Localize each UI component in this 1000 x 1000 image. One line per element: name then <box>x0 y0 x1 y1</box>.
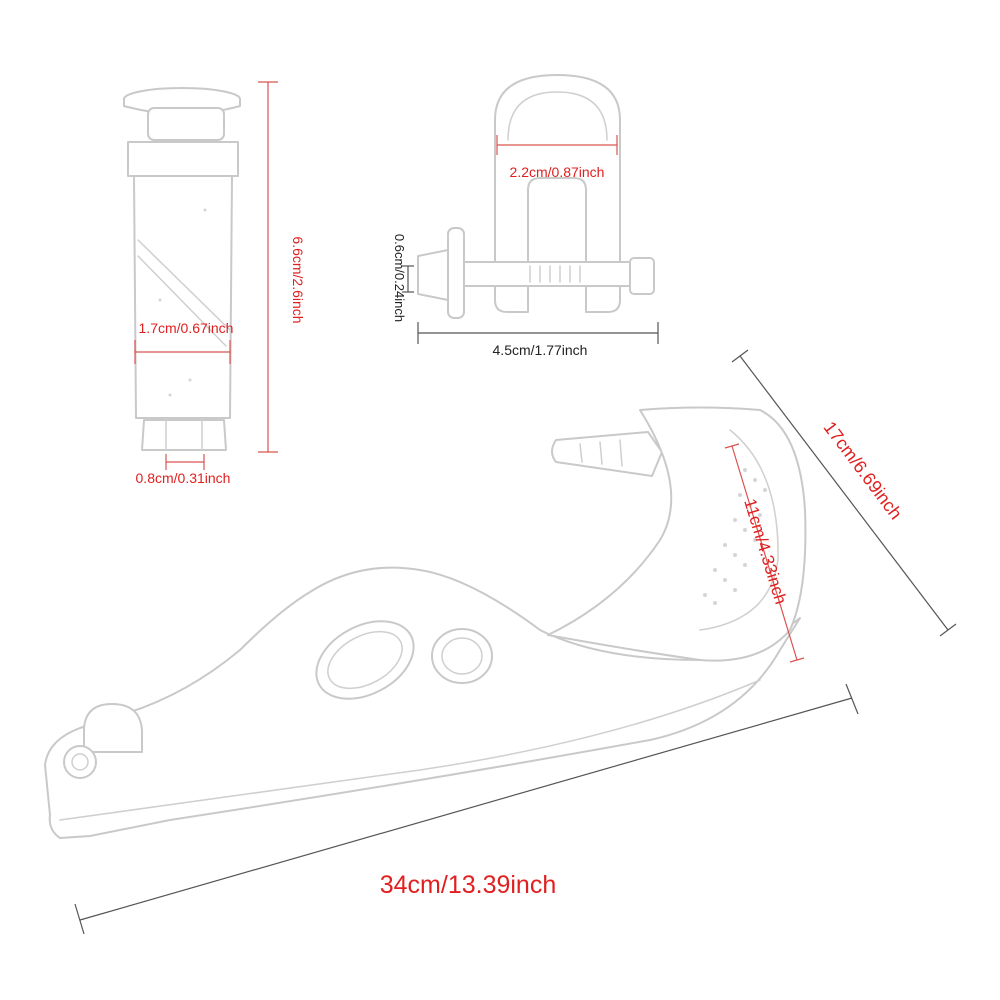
bolt-nut-label: 0.8cm/0.31inch <box>136 470 231 486</box>
hand-guard <box>44 406 807 839</box>
guard-length-label: 34cm/13.39inch <box>380 871 557 899</box>
handlebar-clamp <box>417 74 655 319</box>
bar-end-bolt <box>123 87 241 451</box>
guard-length-dimension: 34cm/13.39inch <box>74 683 859 935</box>
bolt-length-dimension: 6.6cm/2.6inch <box>258 81 306 453</box>
bolt-diameter-dimension: 1.7cm/0.67inch <box>134 320 234 364</box>
clamp-width-label: 4.5cm/1.77inch <box>493 342 588 358</box>
clamp-inner-label: 2.2cm/0.87inch <box>510 164 605 180</box>
clamp-thread-label: 0.6cm/0.24inch <box>392 234 407 322</box>
bolt-nut-dimension: 0.8cm/0.31inch <box>136 454 231 486</box>
bolt-diameter-label: 1.7cm/0.67inch <box>139 320 234 336</box>
guard-depth-label: 17cm/6.69inch <box>820 418 906 524</box>
clamp-width-dimension: 4.5cm/1.77inch <box>417 322 659 358</box>
vent-holes <box>703 468 767 605</box>
bolt-length-label: 6.6cm/2.6inch <box>290 236 306 323</box>
clamp-thread-dimension: 0.6cm/0.24inch <box>392 234 414 322</box>
clamp-inner-dimension: 2.2cm/0.87inch <box>496 135 618 180</box>
